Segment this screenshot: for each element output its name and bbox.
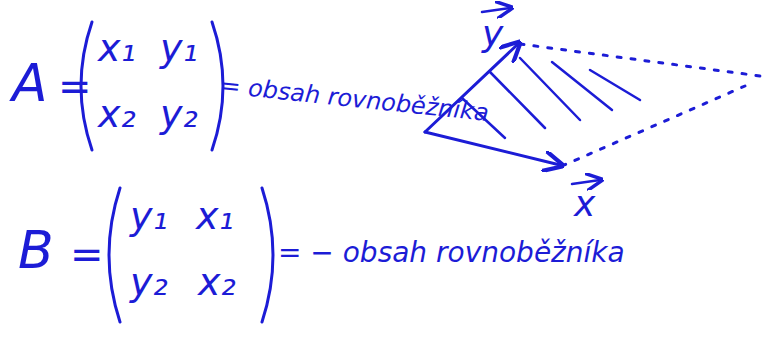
- matrix-entry: y₁: [130, 196, 168, 238]
- matrix-bracket: [262, 188, 273, 322]
- matrix-name: A: [12, 55, 48, 112]
- dotted-edge: [562, 86, 745, 166]
- matrix-entry: x₁: [98, 28, 136, 70]
- matrix-entry: y₁: [160, 28, 198, 70]
- matrix-bracket: [109, 188, 120, 322]
- equals-sign: =: [70, 232, 104, 276]
- matrix-name: B: [18, 222, 54, 279]
- matrix-entry: y₂: [160, 94, 198, 136]
- hatching: [462, 58, 640, 138]
- area-note: = − obsah rovnoběžníka: [278, 238, 625, 269]
- vector-label: x: [574, 184, 595, 224]
- matrix-entry: y₂: [130, 262, 168, 304]
- matrix-entry: x₂: [98, 94, 136, 136]
- equals-sign: =: [58, 64, 92, 108]
- matrix-entry: x₂: [198, 262, 236, 304]
- vector-sign: [482, 8, 510, 12]
- area-note: = obsah rovnoběžníka: [219, 72, 490, 126]
- vector-label: y: [482, 14, 503, 54]
- dotted-edge: [520, 44, 760, 76]
- vector-arrow: [425, 132, 560, 165]
- matrix-entry: x₁: [196, 196, 234, 238]
